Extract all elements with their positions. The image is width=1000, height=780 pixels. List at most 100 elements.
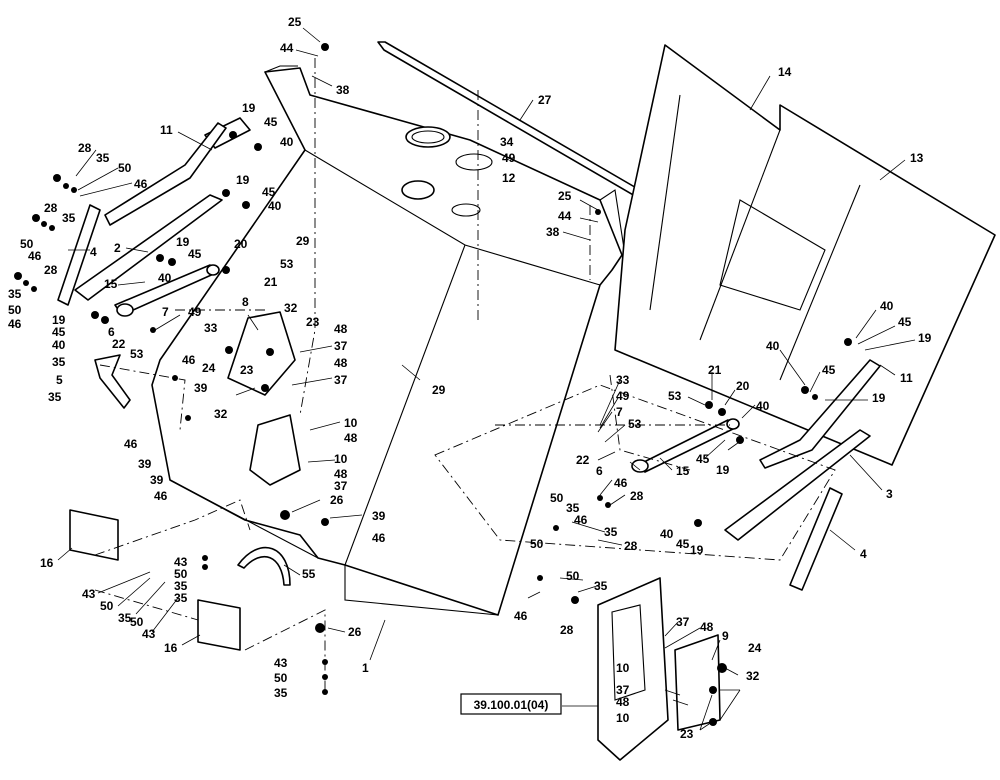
label-8: 8 (242, 295, 249, 309)
label-40-g: 40 (756, 399, 770, 413)
label-35-c: 35 (8, 287, 22, 301)
label-48-f: 48 (616, 695, 630, 709)
label-7-right: 7 (616, 405, 623, 419)
label-46-a: 46 (134, 177, 148, 191)
label-50-a: 50 (118, 161, 132, 175)
label-19-c: 19 (176, 235, 190, 249)
label-10-c: 10 (616, 661, 630, 675)
label-27: 27 (538, 93, 552, 107)
label-35-f: 35 (174, 579, 188, 593)
label-23-c: 23 (680, 727, 694, 741)
label-26-b: 26 (348, 625, 362, 639)
label-35-j: 35 (566, 501, 580, 515)
label-22-right: 22 (576, 453, 590, 467)
label-39-a: 39 (194, 381, 208, 395)
reference-box[interactable]: 39.100.01(04) (460, 693, 562, 715)
label-48-b: 48 (334, 356, 348, 370)
label-50-f: 50 (274, 671, 288, 685)
leader-lines (57, 27, 916, 731)
label-53-a: 53 (280, 257, 294, 271)
label-43-a: 43 (174, 555, 188, 569)
label-53-b: 53 (130, 347, 144, 361)
label-40-f: 40 (766, 339, 780, 353)
label-48-c: 48 (344, 431, 358, 445)
label-12: 12 (502, 171, 516, 185)
label-45-a: 45 (264, 115, 278, 129)
label-40-h: 40 (660, 527, 674, 541)
assembly-lines (94, 58, 836, 690)
label-10-a: 10 (344, 416, 358, 430)
label-4-right: 4 (860, 547, 867, 561)
label-50-g: 50 (550, 491, 564, 505)
label-32-b: 32 (214, 407, 228, 421)
label-29-a: 29 (296, 234, 310, 248)
label-45-b: 45 (262, 185, 276, 199)
label-46-i: 46 (574, 513, 588, 527)
label-23-b: 23 (240, 363, 254, 377)
label-19-d: 19 (52, 313, 66, 327)
right-arm-assembly (631, 359, 881, 591)
label-15-right: 15 (676, 464, 690, 478)
label-49-left: 49 (188, 305, 202, 319)
label-48-d: 48 (334, 467, 348, 481)
label-35-h: 35 (118, 611, 132, 625)
label-39-b: 39 (138, 457, 152, 471)
label-3: 3 (886, 487, 893, 501)
label-21-left: 21 (264, 275, 278, 289)
label-37-c: 37 (334, 479, 348, 493)
label-40-a: 40 (280, 135, 294, 149)
label-20-right: 20 (736, 379, 750, 393)
label-40-b: 40 (268, 199, 282, 213)
label-35-g: 35 (174, 591, 188, 605)
label-46-c: 46 (8, 317, 22, 331)
part-labels: 25 44 38 27 14 13 34 49 12 11 19 45 40 2… (8, 15, 932, 741)
label-23-a: 23 (306, 315, 320, 329)
label-35-i: 35 (274, 686, 288, 700)
label-9: 9 (722, 629, 729, 643)
label-50-b: 50 (20, 237, 34, 251)
label-19-e: 19 (918, 331, 932, 345)
label-35-e: 35 (48, 390, 62, 404)
label-19-f: 19 (872, 391, 886, 405)
label-49-right: 49 (616, 389, 630, 403)
label-38-right: 38 (546, 225, 560, 239)
label-10-b: 10 (334, 452, 348, 466)
label-53-d: 53 (668, 389, 682, 403)
label-46-g: 46 (372, 531, 386, 545)
label-46-b: 46 (28, 249, 42, 263)
label-37-b: 37 (334, 373, 348, 387)
label-28-a: 28 (78, 141, 92, 155)
label-16-a: 16 (40, 556, 54, 570)
label-4-left: 4 (90, 245, 97, 259)
label-35-l: 35 (594, 579, 608, 593)
label-7-left: 7 (162, 305, 169, 319)
label-44-right: 44 (558, 209, 572, 223)
label-46-f: 46 (154, 489, 168, 503)
label-25-right: 25 (558, 189, 572, 203)
label-19-g: 19 (716, 463, 730, 477)
label-15-left: 15 (104, 277, 118, 291)
label-28-e: 28 (624, 539, 638, 553)
label-28-f: 28 (560, 623, 574, 637)
label-45-f: 45 (822, 363, 836, 377)
label-53-c: 53 (628, 417, 642, 431)
label-33-left: 33 (204, 321, 218, 335)
label-28-d: 28 (630, 489, 644, 503)
label-45-d: 45 (52, 325, 66, 339)
label-48-a: 48 (334, 322, 348, 336)
label-34: 34 (500, 135, 514, 149)
label-32-a: 32 (284, 301, 298, 315)
label-40-d: 40 (52, 338, 66, 352)
label-50-d: 50 (174, 567, 188, 581)
label-19-a: 19 (242, 101, 256, 115)
label-25-top: 25 (288, 15, 302, 29)
label-40-e: 40 (880, 299, 894, 313)
label-33-right: 33 (616, 373, 630, 387)
label-49-top: 49 (502, 151, 516, 165)
label-50-f2: 50 (130, 615, 144, 629)
label-10-d: 10 (616, 711, 630, 725)
label-50-h: 50 (530, 537, 544, 551)
plate-lower (197, 599, 241, 651)
label-24-left: 24 (202, 361, 216, 375)
